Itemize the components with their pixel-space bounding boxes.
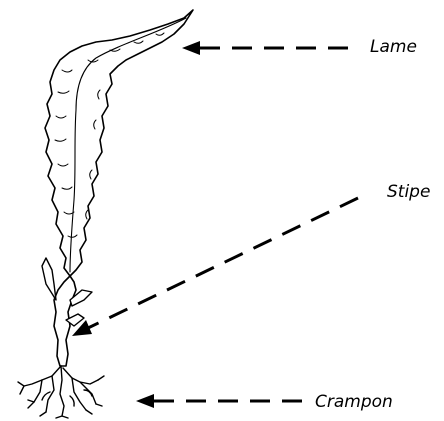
holdfast-label: Crampon bbox=[315, 394, 393, 411]
annotation-arrows bbox=[72, 41, 358, 408]
seaweed-illustration bbox=[18, 10, 193, 418]
blade-label: Lame bbox=[370, 39, 417, 56]
holdfast-arrow-head bbox=[136, 394, 154, 408]
holdfast bbox=[18, 366, 104, 418]
stipe-arrow-line bbox=[88, 198, 358, 328]
blade-arrow-head bbox=[182, 41, 200, 55]
stipe-frond-left bbox=[42, 258, 56, 300]
stipe-label: Stipe bbox=[387, 184, 430, 201]
